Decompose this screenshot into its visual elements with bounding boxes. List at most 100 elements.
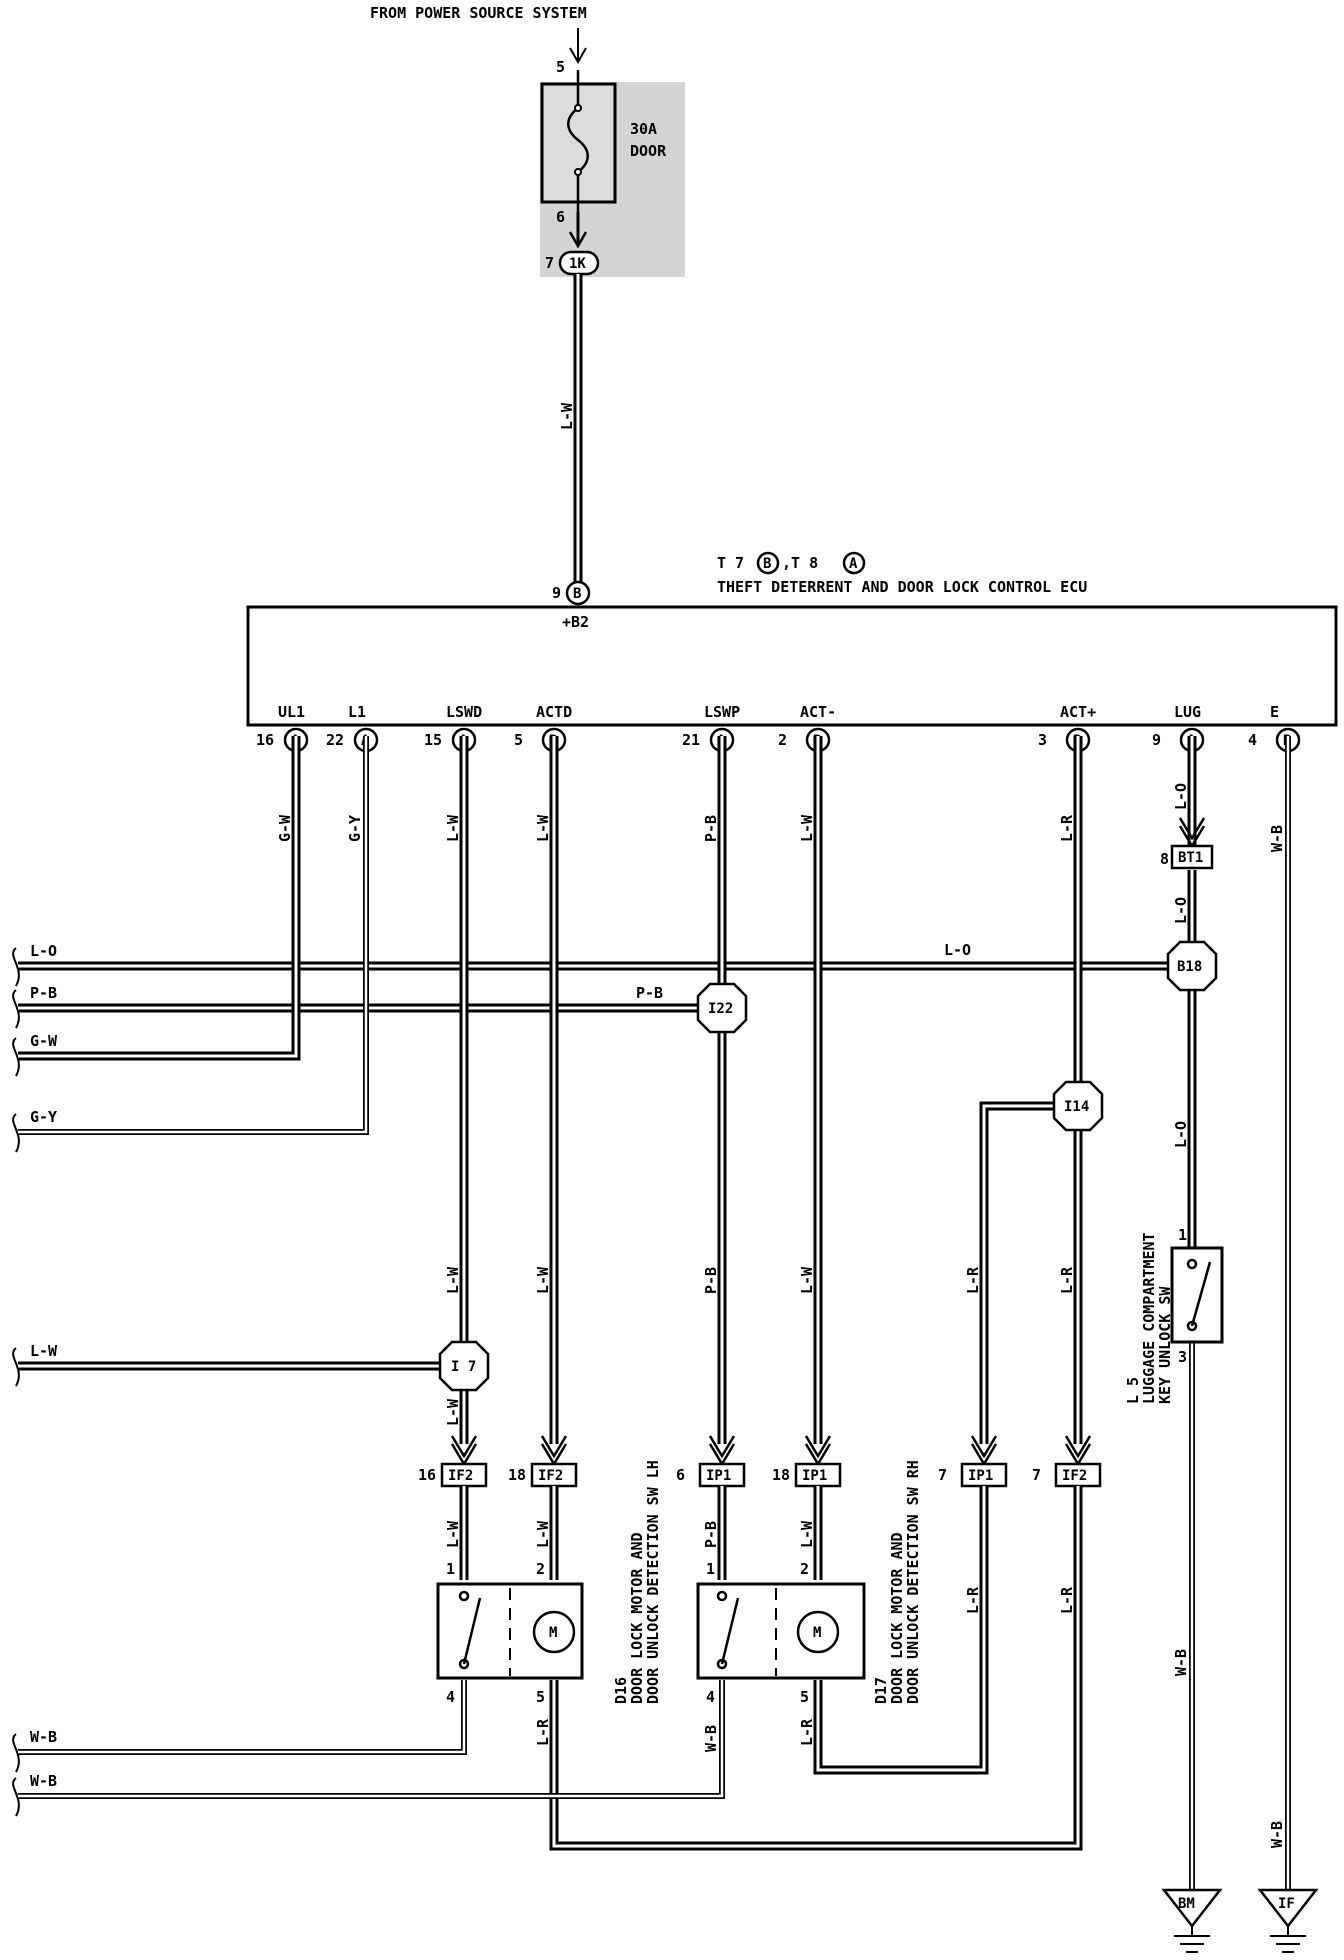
lswd-mid-label: L-W [444,1266,462,1294]
d16-desc-2: DOOR UNLOCK DETECTION SW LH [644,1460,662,1704]
inline-connector-pin: 16 [418,1466,436,1484]
d16-desc-1: DOOR LOCK MOTOR AND [628,1532,646,1704]
ecu-terminal-pin: 4 [1248,731,1257,749]
inline-connector-label: IP1 [968,1468,993,1484]
e-wb-label: W-B [1268,1821,1286,1848]
actd-mid-label: L-W [534,1266,552,1294]
svg-text:B18: B18 [1177,959,1202,975]
left-wire-label: P-B [30,984,57,1002]
svg-text:5: 5 [536,1688,545,1706]
actm-wire-label: L-W [798,814,816,842]
wire-break-icon [12,1113,20,1153]
svg-text:4: 4 [446,1688,455,1706]
d16-5-wire-label: L-R [534,1718,552,1746]
fuse-pin-out: 6 [556,208,565,226]
left-wire-stubs: L-OP-BG-WG-YL-WW-BW-B [12,942,58,1817]
ecu-terminal-label: LUG [1174,703,1201,721]
left-wire-label: L-W [30,1342,58,1360]
ecu-terminal-pin: 3 [1038,731,1047,749]
inline-connector-label: IP1 [706,1468,731,1484]
l5-desc-2: KEY UNLOCK SW [1156,1286,1174,1404]
d17-desc-2: DOOR UNLOCK DETECTION SW RH [904,1460,922,1704]
ip1-7-below-label: L-R [964,1586,982,1614]
inline-connector-pin: 18 [772,1466,790,1484]
junction-pin: 7 [545,254,554,272]
connector-arrow-icon [804,1435,832,1459]
i7-below-label: L-W [444,1398,462,1426]
inline-connector-label: IF2 [538,1468,563,1484]
svg-text:2: 2 [800,1560,809,1578]
left-wire-label: G-Y [30,1108,57,1126]
d17-4-wire-label: W-B [702,1725,720,1752]
if2-7-below-label: L-R [1058,1586,1076,1614]
ip1-7-wire-label: L-R [964,1266,982,1294]
wire-break-icon [12,989,20,1029]
source-arrow-icon [569,28,587,65]
lug-wb-label: W-B [1172,1649,1190,1676]
inline-connector-label: IP1 [802,1468,827,1484]
ecu-conn-a: A [849,556,858,572]
bt1-pin: 8 [1160,850,1169,868]
ecu-terminal-pin: 16 [256,731,274,749]
ecu-terminal-label: LSWP [704,703,740,721]
bt1-below-label: L-O [1172,897,1190,924]
d16-title: D16 [612,1677,630,1704]
fuse-down-arrow-icon [568,212,588,249]
ecu-terminal-pin: 22 [326,731,344,749]
d17-component: M 1 2 4 5 [696,1560,866,1706]
ecu-name: THEFT DETERRENT AND DOOR LOCK CONTROL EC… [717,578,1087,596]
connector-arrow-icon [1064,1435,1092,1459]
left-wire-label: G-W [30,1032,58,1050]
ecu-conn-b: B [763,556,771,572]
svg-text:BM: BM [1178,1896,1195,1912]
actd-wire-label: L-W [534,814,552,842]
l1-wire-label: G-Y [346,815,364,842]
power-source-label: FROM POWER SOURCE SYSTEM [370,4,587,22]
svg-text:3: 3 [1178,1348,1187,1366]
connector-arrow-icon [970,1435,998,1459]
ecu-terminal-pin: 5 [514,731,523,749]
d16-1-wire-label: L-W [444,1520,462,1548]
svg-text:M: M [813,1625,821,1641]
lo-bus-label: L-O [944,941,971,959]
l5-desc-1: LUGGAGE COMPARTMENT [1140,1232,1158,1404]
wire-break-icon [12,1037,20,1077]
wire-break-icon [12,1733,20,1773]
pb-bus-label: P-B [636,984,663,1002]
svg-text:1: 1 [446,1560,455,1578]
d17-1-wire-label: P-B [702,1521,720,1548]
actm-mid-label: L-W [798,1266,816,1294]
inline-connector-label: IF2 [1062,1468,1087,1484]
ecu-terminal-label: LSWD [446,703,482,721]
ecu-connectors-prefix: T 7 [717,554,744,572]
fuse-rating: 30A [630,120,657,138]
lswp-wire-label: P-B [702,815,720,842]
ecu-terminal-pin: 15 [424,731,442,749]
l5-title: L 5 [1124,1377,1142,1404]
ecu-power-conn: B [573,586,581,602]
ecu-power-label: +B2 [562,613,589,631]
svg-text:I14: I14 [1064,1099,1089,1115]
connector-arrow-icon [540,1435,568,1459]
lswp-mid-label: P-B [702,1267,720,1294]
d16-2-wire-label: L-W [534,1520,552,1548]
ecu-terminal-label: ACT+ [1060,703,1096,721]
fuse-name: DOOR [630,142,667,160]
ecu-conn-b-icon [756,551,780,575]
svg-text:I 7: I 7 [451,1359,476,1375]
ground-if: IF [1257,1888,1319,1953]
left-wire-label: W-B [30,1728,57,1746]
bt1-label: BT1 [1178,850,1203,866]
d16-motor-icon [532,1610,576,1654]
connector-arrow-icon [450,1435,478,1459]
actp-mid-label: L-R [1058,1266,1076,1294]
ground-bm: BM [1161,1888,1223,1953]
ecu-terminal-pin: 21 [682,731,700,749]
svg-text:4: 4 [706,1688,715,1706]
ecu-terminal-pin: 2 [778,731,787,749]
wire-break-icon [12,947,20,987]
wire-break-icon [12,1777,20,1817]
e-wire-label: W-B [1268,825,1286,852]
svg-text:M: M [549,1625,557,1641]
